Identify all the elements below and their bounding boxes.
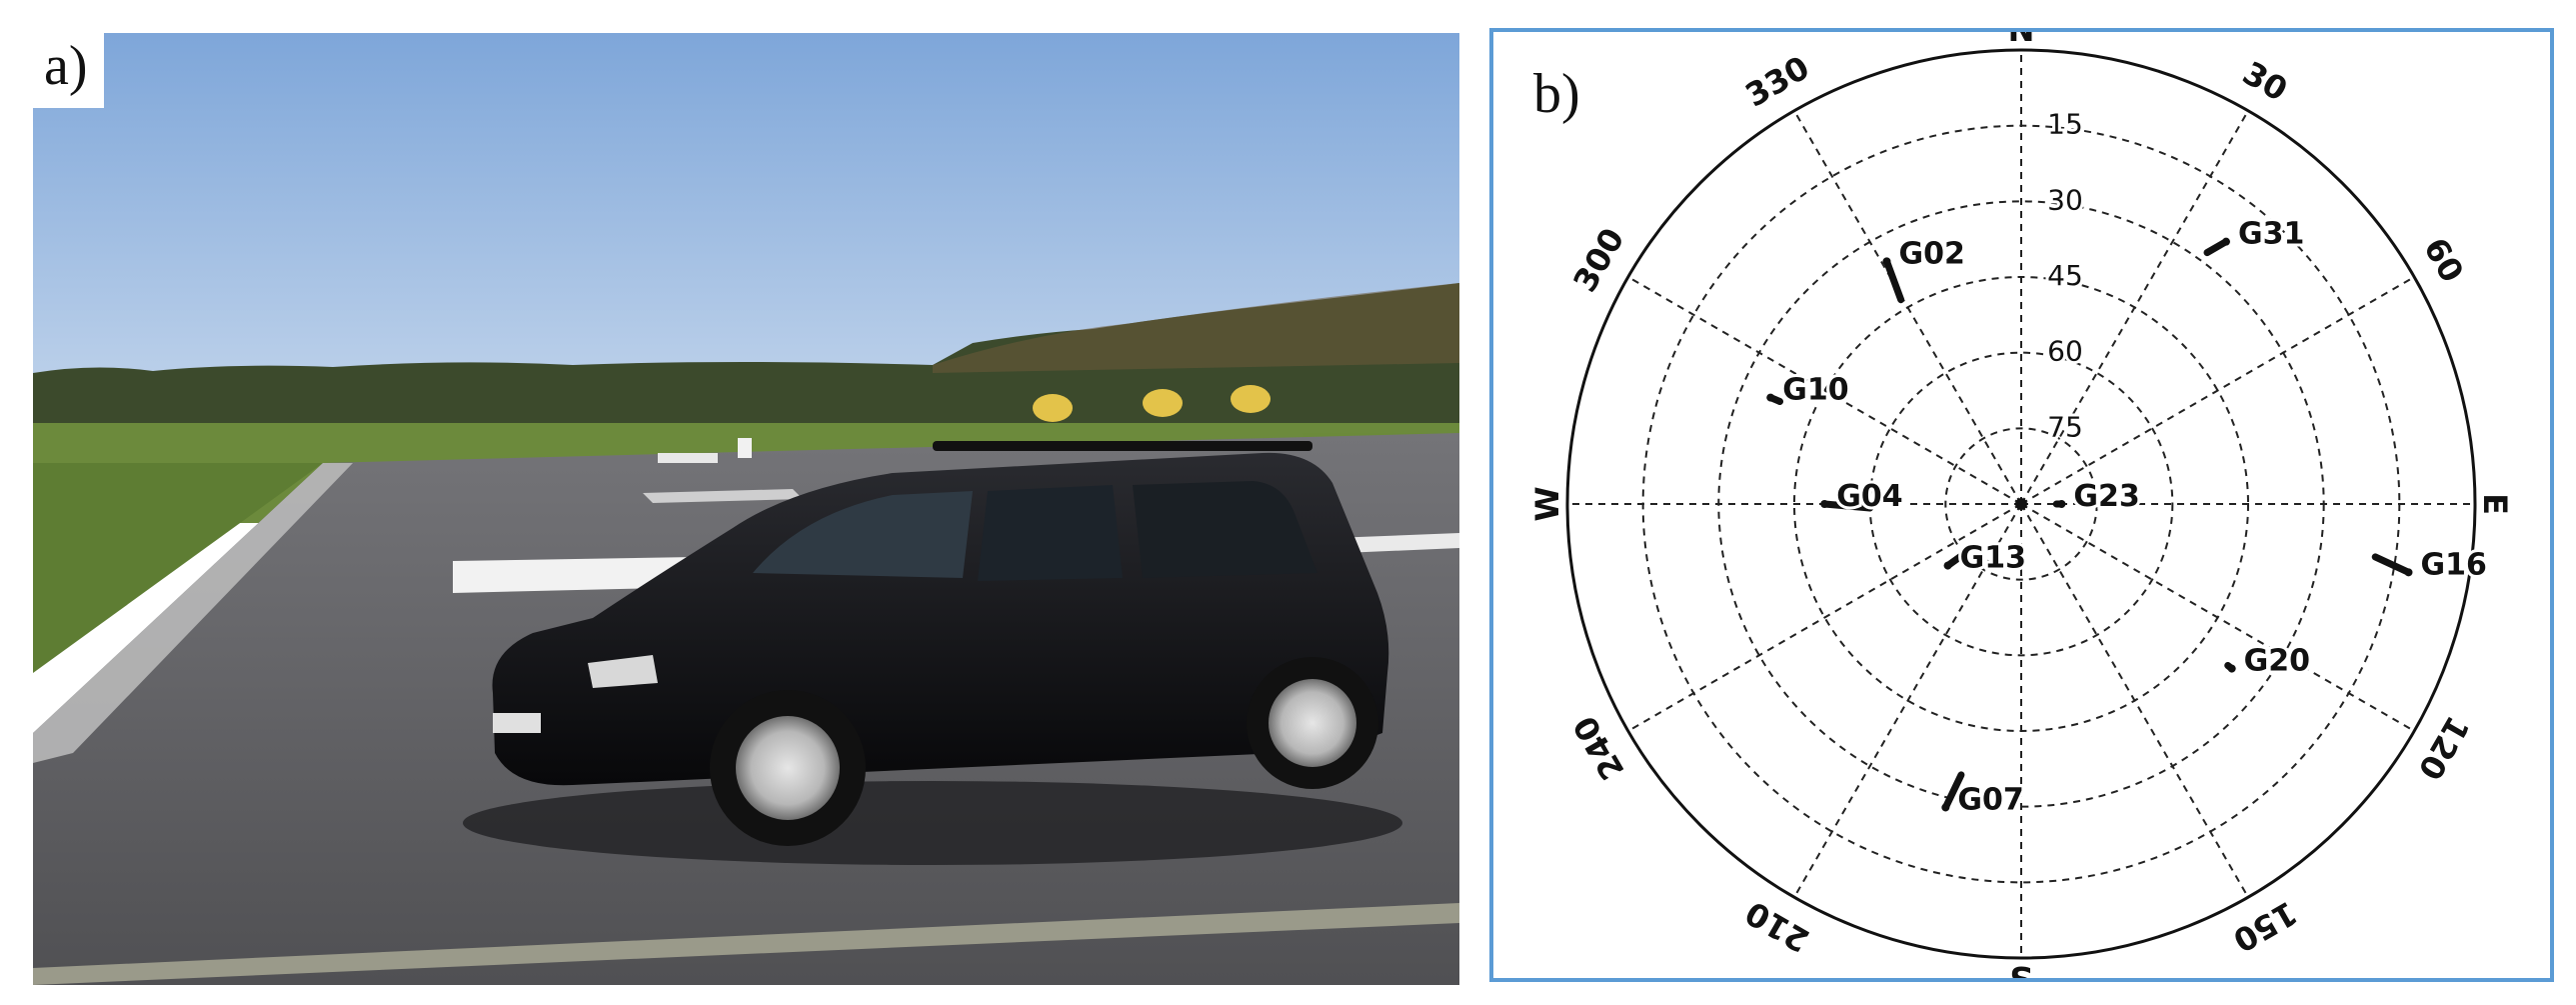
tree-line: [33, 283, 1459, 433]
satellite-label: G02: [1898, 236, 1964, 271]
azimuth-spoke: [2020, 503, 2249, 898]
elevation-label: 45: [2047, 259, 2083, 292]
satellite-marker: [2221, 237, 2230, 246]
satellite-label: G07: [1957, 782, 2023, 817]
satellite-marker: [1943, 561, 1952, 570]
azimuth-label-30: 30: [2236, 54, 2294, 109]
azimuth-spoke: [1627, 503, 2022, 732]
compass-n-label: N: [2008, 32, 2035, 49]
elevation-label: 75: [2047, 410, 2083, 443]
gnss-antenna: [1231, 385, 1271, 413]
satellite-track: [1882, 257, 1905, 304]
elevation-ring: [1944, 427, 2098, 581]
satellite-track: [1944, 547, 1972, 570]
satellite-marker: [1766, 393, 1775, 402]
azimuth-spoke: [2020, 276, 2415, 505]
satellite-marker: [1882, 257, 1891, 266]
satellite-label: G16: [2420, 547, 2486, 582]
azimuth-spoke: [1793, 503, 2022, 898]
panel-b-label: b): [1533, 63, 1580, 125]
satellite-track: [2371, 553, 2412, 576]
azimuth-spoke: [1627, 276, 2022, 505]
azimuth-spoke: [2020, 110, 2249, 505]
vehicle-photo: [33, 33, 1459, 985]
satellite-track: [1941, 771, 1965, 811]
elevation-ring: [1868, 351, 2174, 657]
skyplot-panel: 1530456075NESW3060120150210240300330G02G…: [1489, 28, 2554, 982]
compass-w-label: W: [1528, 486, 1566, 521]
azimuth-label-60: 60: [2416, 231, 2471, 289]
satellite-label: G04: [1836, 479, 1902, 514]
skyplot-svg: 1530456075NESW3060120150210240300330G02G…: [1528, 32, 2514, 978]
satellite-label: G31: [2238, 217, 2304, 252]
elevation-label: 30: [2047, 183, 2083, 216]
satellite-marker: [1820, 500, 1829, 508]
elevation-label: 60: [2047, 335, 2083, 368]
compass-s-label: S: [2009, 959, 2032, 978]
gnss-antenna: [1033, 394, 1073, 422]
satellite-marker: [2057, 500, 2066, 508]
panel-a-label: a): [26, 28, 104, 108]
horizon-circle: [1565, 48, 2477, 960]
satellite-label: G20: [2244, 644, 2310, 679]
satellite-label: G23: [2073, 479, 2139, 514]
satellite-label: G13: [1960, 541, 2026, 576]
satellite-track: [1820, 500, 1874, 512]
satellite-marker: [1941, 803, 1950, 812]
compass-e-label: E: [2476, 493, 2514, 515]
zenith-point: [2015, 498, 2027, 510]
gnss-antenna: [1143, 389, 1183, 417]
azimuth-spoke: [2020, 503, 2415, 732]
azimuth-spoke: [1793, 110, 2022, 505]
satellite-marker: [2404, 568, 2413, 577]
satellite-label: G10: [1782, 373, 1848, 408]
satellite-marker: [2227, 664, 2236, 673]
photo-panel: [33, 33, 1459, 985]
elevation-label: 15: [2047, 108, 2083, 141]
